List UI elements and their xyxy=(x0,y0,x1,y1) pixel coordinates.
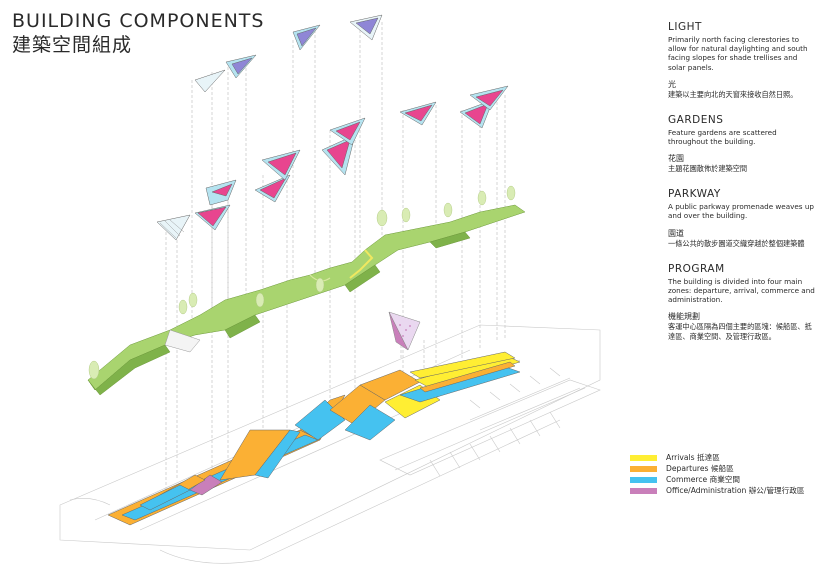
arrivals-top xyxy=(409,351,516,379)
section-heading: GARDENS xyxy=(668,113,724,126)
legend-item-office: Office/Administration 辦公/管理行政區 xyxy=(630,485,804,496)
description-panel: LIGHT Primarily north facing clerestorie… xyxy=(668,21,816,356)
legend-swatch xyxy=(630,465,657,472)
section-zh-heading: 機能規劃 xyxy=(668,312,700,322)
legend-item-arrivals: Arrivals 抵達區 xyxy=(630,452,804,463)
legend-item-commerce: Commerce 商業空間 xyxy=(630,474,804,485)
page-title: BUILDING COMPONENTS xyxy=(12,10,265,32)
section-light: LIGHT Primarily north facing clerestorie… xyxy=(668,21,816,100)
light-clerestories xyxy=(156,14,509,241)
legend-label: Commerce 商業空間 xyxy=(666,474,741,484)
section-heading: PARKWAY xyxy=(668,188,721,201)
legend-swatch xyxy=(630,487,657,494)
section-gardens: GARDENS Feature gardens are scattered th… xyxy=(668,114,816,174)
section-zh-heading: 花園 xyxy=(668,154,684,164)
commerce-block-2 xyxy=(344,404,396,441)
section-zh-body: 一條公共的散步園道交織穿越於整個建築體 xyxy=(668,238,805,248)
section-zh-body: 主題花園散佈於建築空間 xyxy=(668,164,748,174)
commerce-ramp-1 xyxy=(254,429,301,479)
section-heading: LIGHT xyxy=(668,21,702,33)
legend-swatch xyxy=(630,454,657,461)
page-subtitle: 建築空間組成 xyxy=(12,34,133,56)
legend: Arrivals 抵達區 Departures 候船區 Commerce 商業空… xyxy=(630,452,804,496)
legend-label: Office/Administration 辦公/管理行政區 xyxy=(666,485,805,495)
departures-bar-2 xyxy=(419,361,516,393)
section-zh-heading: 園道 xyxy=(668,228,684,238)
section-zh-heading: 光 xyxy=(668,79,676,89)
clerestory-1 xyxy=(156,214,191,241)
section-body: The building is divided into four main z… xyxy=(668,276,815,305)
section-zh-body: 客運中心區隔為四個主要的區塊：候船區、抵達區、商業空間、及管理行政區。 xyxy=(668,322,812,342)
parkway-green-roof xyxy=(87,204,526,396)
site-context xyxy=(59,324,601,564)
commerce-small xyxy=(139,484,191,511)
section-zh-body: 建築以主要向北的天窗來接收自然日照。 xyxy=(668,89,798,99)
legend-label: Departures 候船區 xyxy=(666,463,734,473)
legend-label: Arrivals 抵達區 xyxy=(666,452,720,462)
clerestory-11 xyxy=(194,69,226,93)
section-body: Primarily north facing clerestories to a… xyxy=(668,35,808,72)
legend-swatch xyxy=(630,476,657,483)
trees xyxy=(88,185,516,380)
program-floorplates xyxy=(107,351,521,526)
section-parkway: PARKWAY A public parkway promenade weave… xyxy=(668,188,816,248)
section-body: A public parkway promenade weaves up and… xyxy=(668,202,814,221)
legend-item-departures: Departures 候船區 xyxy=(630,463,804,474)
section-body: Feature gardens are scattered throughout… xyxy=(668,127,777,147)
section-heading: PROGRAM xyxy=(668,262,725,275)
section-program: PROGRAM The building is divided into fou… xyxy=(668,263,816,343)
feature-pyramid xyxy=(388,311,421,351)
